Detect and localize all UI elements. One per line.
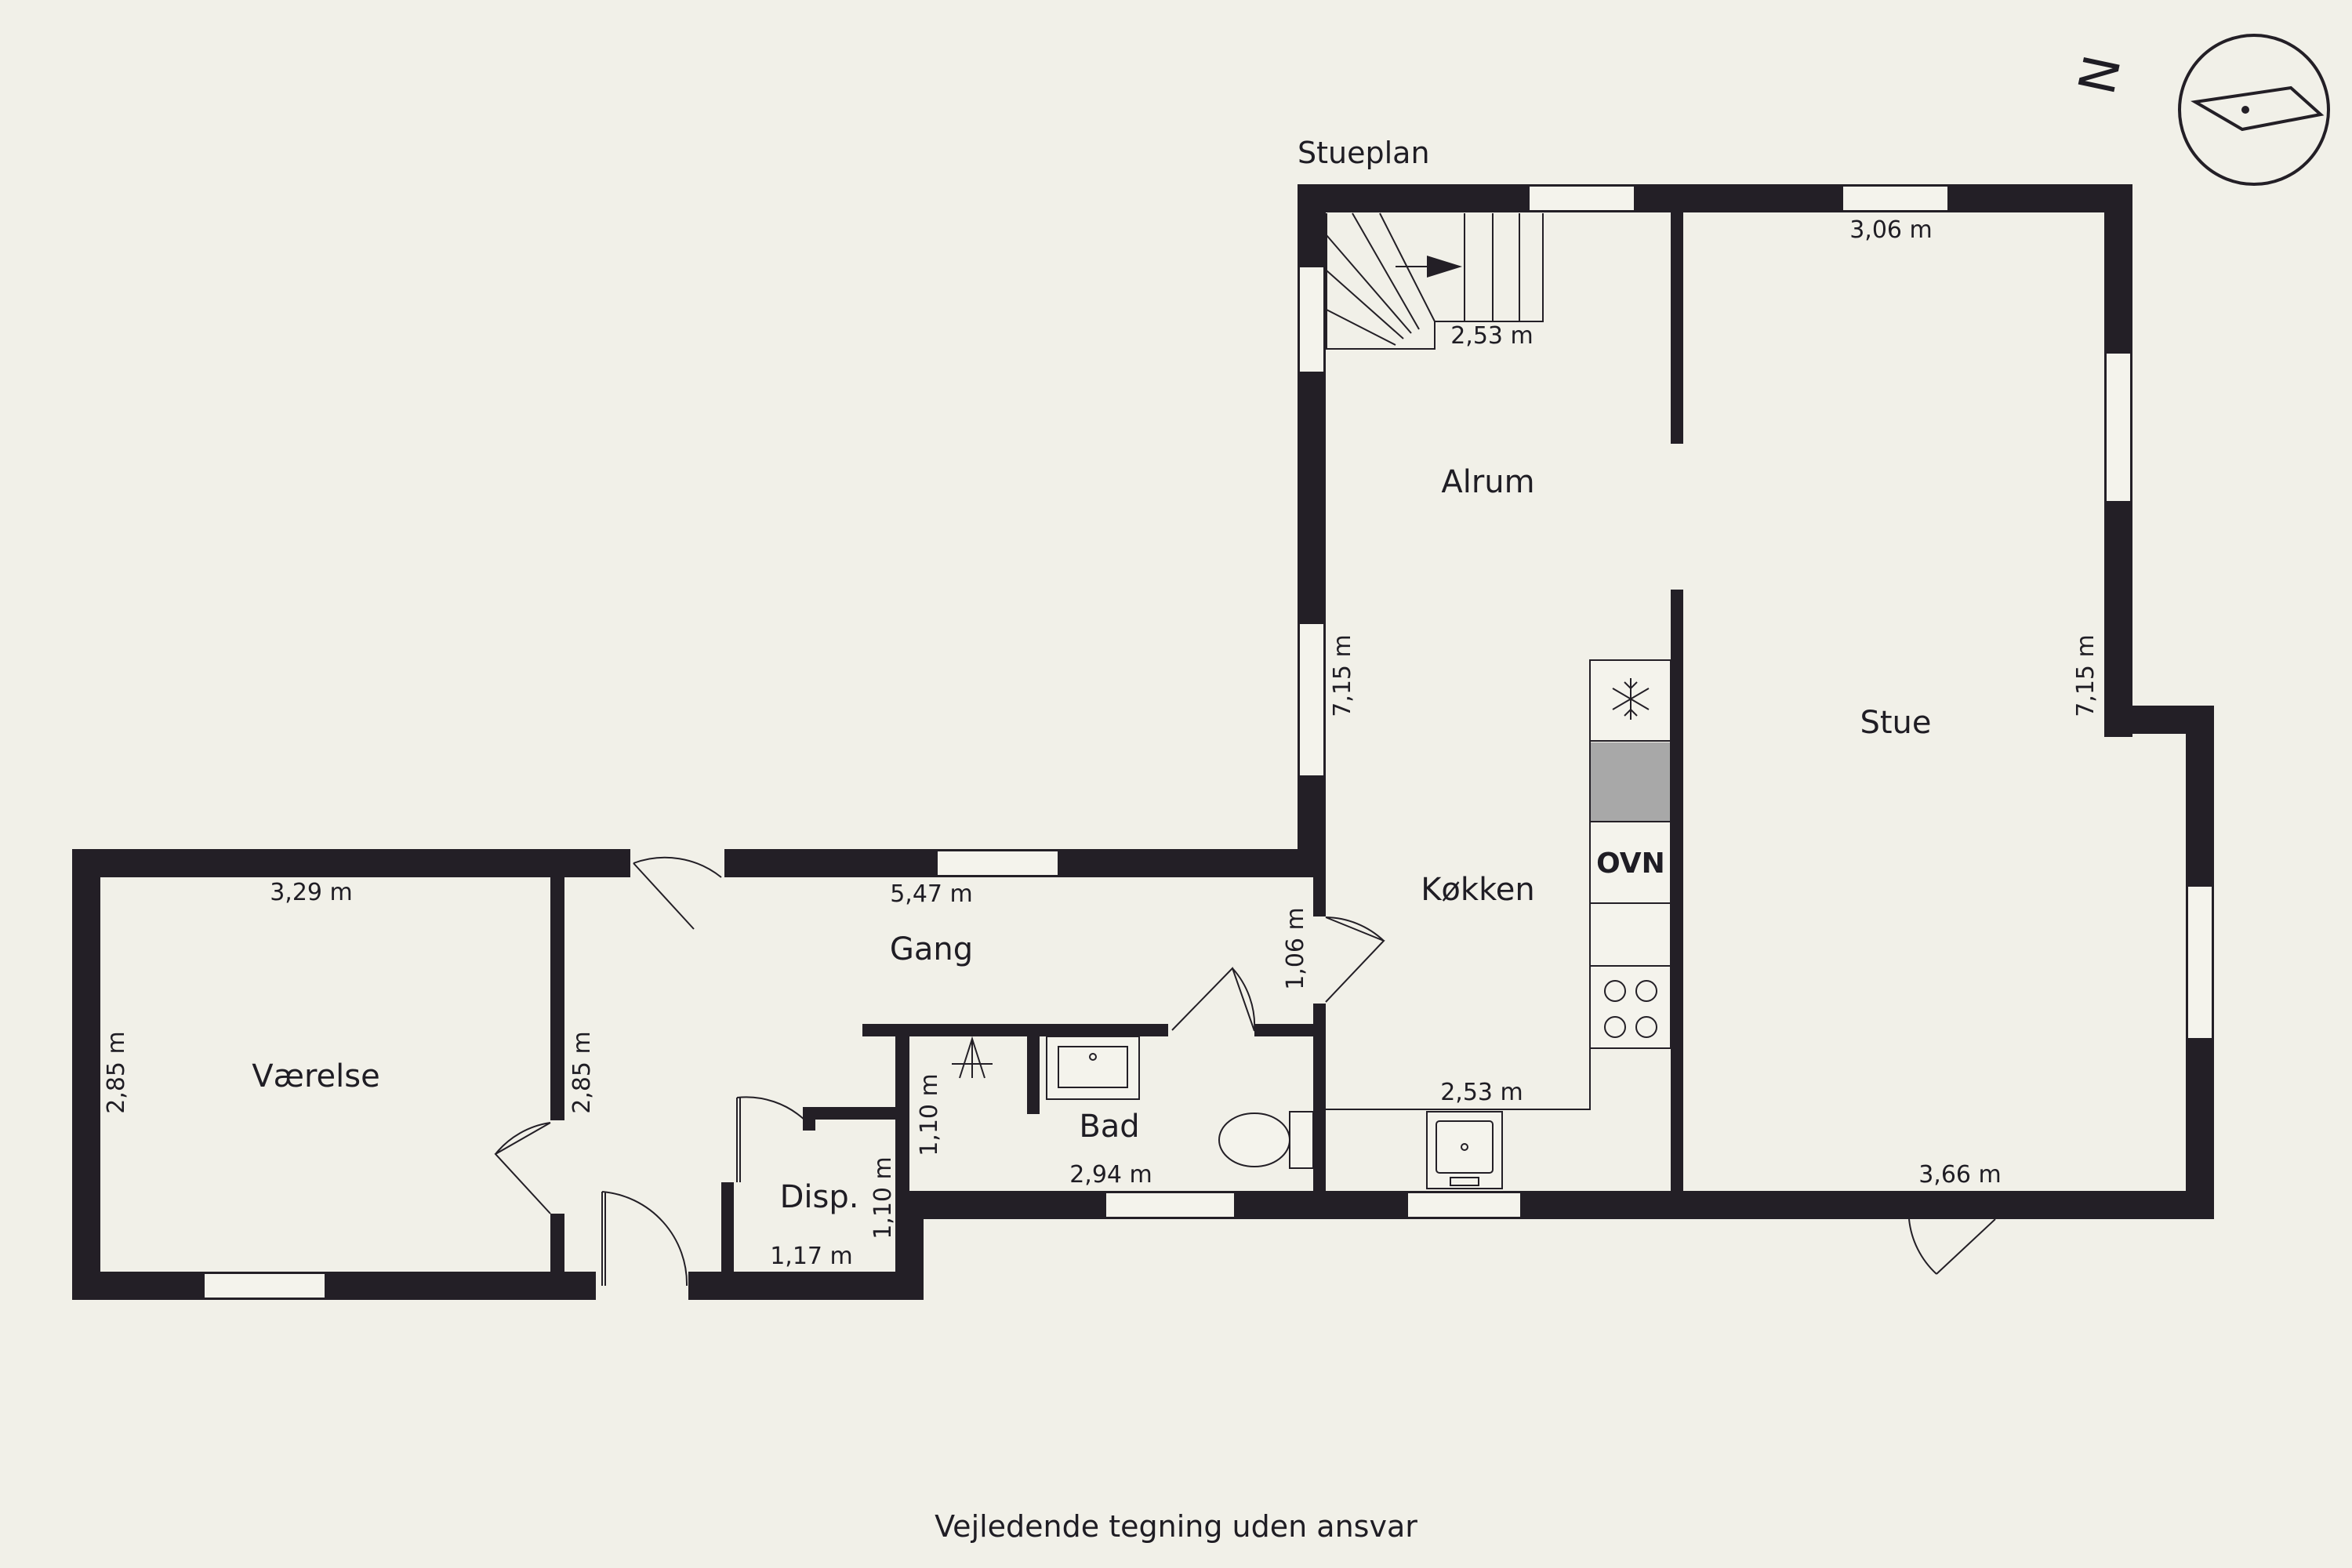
room-bad: Bad (1079, 1109, 1139, 1145)
kitchen (1326, 659, 1671, 1189)
kitchen-counter (1589, 659, 1671, 1049)
wall-vaerelse-left (72, 849, 100, 1300)
wall-bad-top (862, 1024, 1168, 1036)
dim-alrum-height: 7,15 m (1329, 634, 1356, 717)
wall-vaerelse-bottom (72, 1272, 596, 1300)
wall-partition-upper (1671, 212, 1683, 444)
snowflake-icon (1612, 678, 1650, 720)
walls (72, 184, 2214, 1300)
door-koekken (1325, 916, 1385, 1003)
compass-north-label: N (2068, 51, 2132, 100)
oven-label: OVN (1596, 848, 1665, 880)
dim-gang-height: 2,85 m (568, 1031, 596, 1114)
disclaimer: Vejledende tegning uden ansvar (935, 1509, 1417, 1544)
toilet-icon (1218, 1111, 1314, 1169)
window-alrum-left-2 (1298, 622, 1325, 777)
room-stue: Stue (1860, 705, 1931, 741)
window-bad-bottom (1105, 1192, 1236, 1218)
room-gang: Gang (890, 931, 973, 967)
room-disp: Disp. (780, 1179, 859, 1215)
windows (203, 185, 2213, 1299)
kitchen-counter-bottom (1326, 1048, 1591, 1110)
dim-vaerelse-width: 3,29 m (270, 879, 353, 906)
dim-bad-depth: 1,10 m (916, 1073, 943, 1156)
room-koekken: Køkken (1421, 872, 1535, 908)
wall-gang-top (72, 849, 630, 877)
door-disp (736, 1096, 807, 1182)
labels: Stueplan Alrum Stue Køkken Gang Værelse … (103, 136, 2100, 1544)
compass: N (2068, 34, 2330, 186)
stairs (1326, 212, 1544, 350)
window-alrum-left-1 (1298, 266, 1325, 373)
wall-bad-stub (1027, 1024, 1040, 1114)
door-stue-exterior (1908, 1218, 1996, 1275)
dim-stue-bottom-width: 3,66 m (1918, 1161, 2002, 1189)
wall-disp-top (803, 1107, 903, 1120)
dim-koekken-width: 2,53 m (1440, 1079, 1523, 1106)
dishwasher (1591, 742, 1670, 821)
wall-vaerelse-right-lower (550, 1214, 564, 1276)
wall-bad-left (895, 1024, 909, 1192)
window-stue-right-1 (2105, 352, 2132, 503)
dim-gang-depth: 1,06 m (1282, 907, 1309, 990)
door-bad (1171, 967, 1256, 1032)
door-gang-top (633, 856, 722, 930)
dim-bad-width: 2,94 m (1069, 1161, 1152, 1189)
stair-arrow-icon (1427, 256, 1462, 278)
window-stue-right-2 (2187, 885, 2213, 1040)
plan-title: Stueplan (1298, 136, 1430, 170)
room-vaerelse: Værelse (252, 1058, 379, 1094)
bathroom-fixtures (952, 1036, 1314, 1169)
wall-bad-top-right (1254, 1024, 1326, 1036)
window-koekken-bottom (1406, 1192, 1522, 1218)
dim-stue-height: 7,15 m (2072, 634, 2100, 717)
dim-gang-width: 5,47 m (890, 880, 973, 908)
stair-outline (1326, 213, 1544, 350)
dim-vaerelse-height: 2,85 m (103, 1031, 130, 1114)
window-top-1 (1528, 185, 1635, 212)
wall-partition-lower (1671, 590, 1683, 1193)
dim-stair-width: 2,53 m (1450, 322, 1534, 350)
window-gang-top (936, 850, 1059, 877)
compass-needle-icon (2190, 85, 2325, 132)
wall-disp-top-corner (803, 1107, 815, 1131)
doors (494, 856, 1996, 1287)
wall-bottom (902, 1191, 2214, 1219)
wall-koekken-bad (1313, 1004, 1326, 1192)
room-alrum: Alrum (1441, 464, 1534, 500)
window-top-2 (1842, 185, 1949, 212)
wall-disp-left (721, 1182, 734, 1272)
cooktop-icon (1604, 980, 1657, 1038)
window-vaerelse-bottom (203, 1272, 326, 1299)
wall-disp-right (895, 1191, 924, 1300)
dim-disp-width: 1,17 m (770, 1243, 853, 1270)
rack-icon (952, 1036, 993, 1079)
dim-disp-depth: 1,10 m (869, 1156, 897, 1240)
door-entrance (601, 1191, 688, 1287)
wall-gang-right-stub (1313, 877, 1326, 916)
door-vaerelse (494, 1122, 551, 1214)
wall-top (1298, 184, 2132, 212)
wall-vaerelse-right-upper (550, 877, 564, 1120)
dim-stue-width: 3,06 m (1849, 216, 1933, 244)
wall-disp-bottom (688, 1272, 924, 1300)
